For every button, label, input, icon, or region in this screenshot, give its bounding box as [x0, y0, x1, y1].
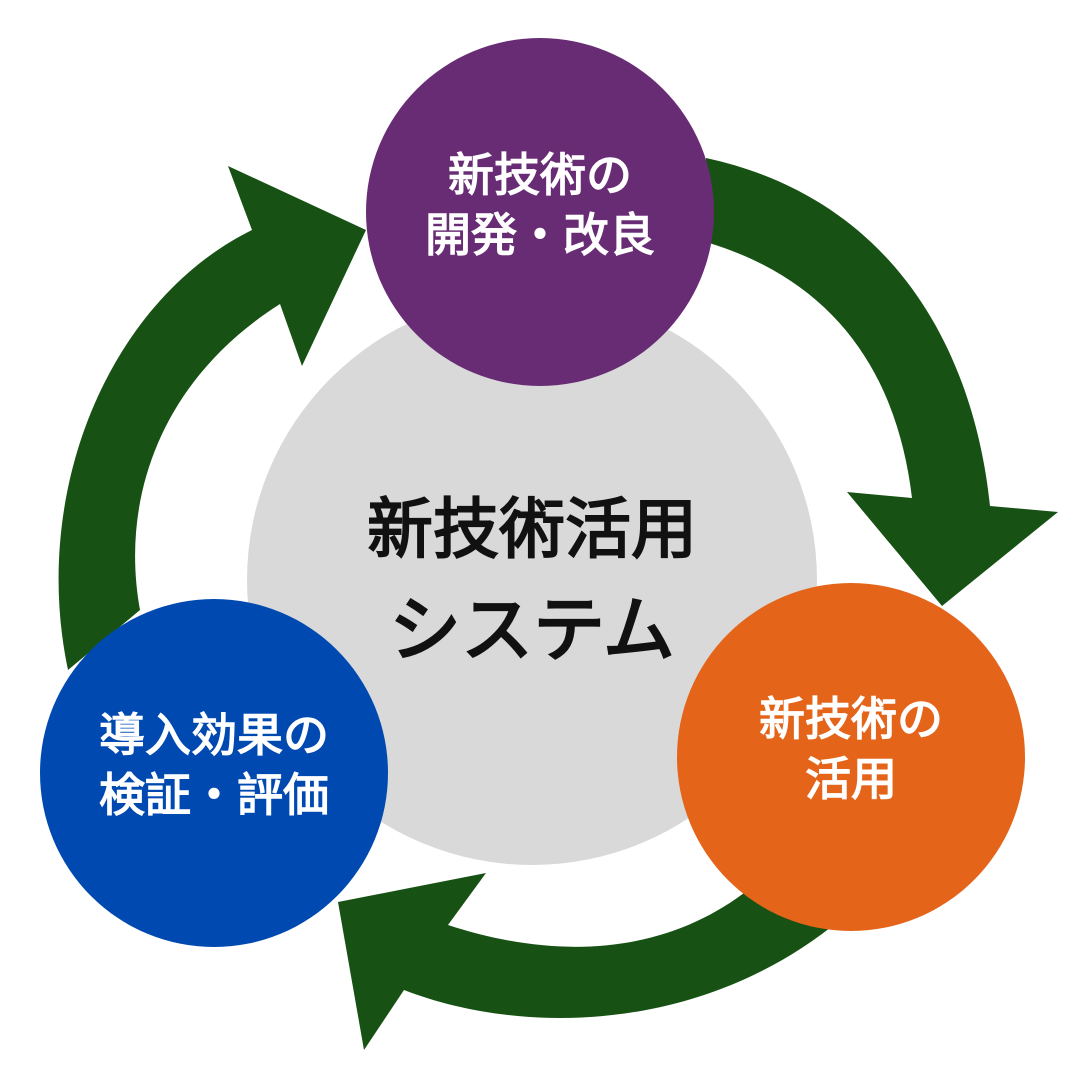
center-label-line2: システム — [389, 587, 675, 672]
center-label-line1: 新技術活用 — [367, 491, 697, 568]
node-label-right: 新技術の 活用 — [691, 690, 1011, 810]
node-right-line1: 新技術の — [759, 692, 943, 746]
node-left-line2: 検証・評価 — [99, 767, 329, 822]
node-left-line1: 導入効果の — [99, 708, 329, 762]
node-circle-top — [366, 38, 714, 386]
cycle-arrow-right-to-left — [338, 873, 840, 1050]
node-label-left: 導入効果の 検証・評価 — [54, 706, 374, 826]
cycle-arrow-top-to-right — [706, 158, 1058, 606]
node-circle-left — [40, 599, 388, 947]
node-label-top: 新技術の 開発・改良 — [380, 146, 700, 266]
cycle-arrow-left-to-top — [58, 166, 367, 670]
node-circle-right — [677, 583, 1025, 931]
center-circle — [247, 295, 817, 865]
node-right-line2: 活用 — [805, 751, 897, 806]
center-label: 新技術活用 システム — [332, 482, 732, 682]
node-top-line2: 開発・改良 — [425, 207, 655, 262]
node-top-line1: 新技術の — [448, 148, 632, 202]
